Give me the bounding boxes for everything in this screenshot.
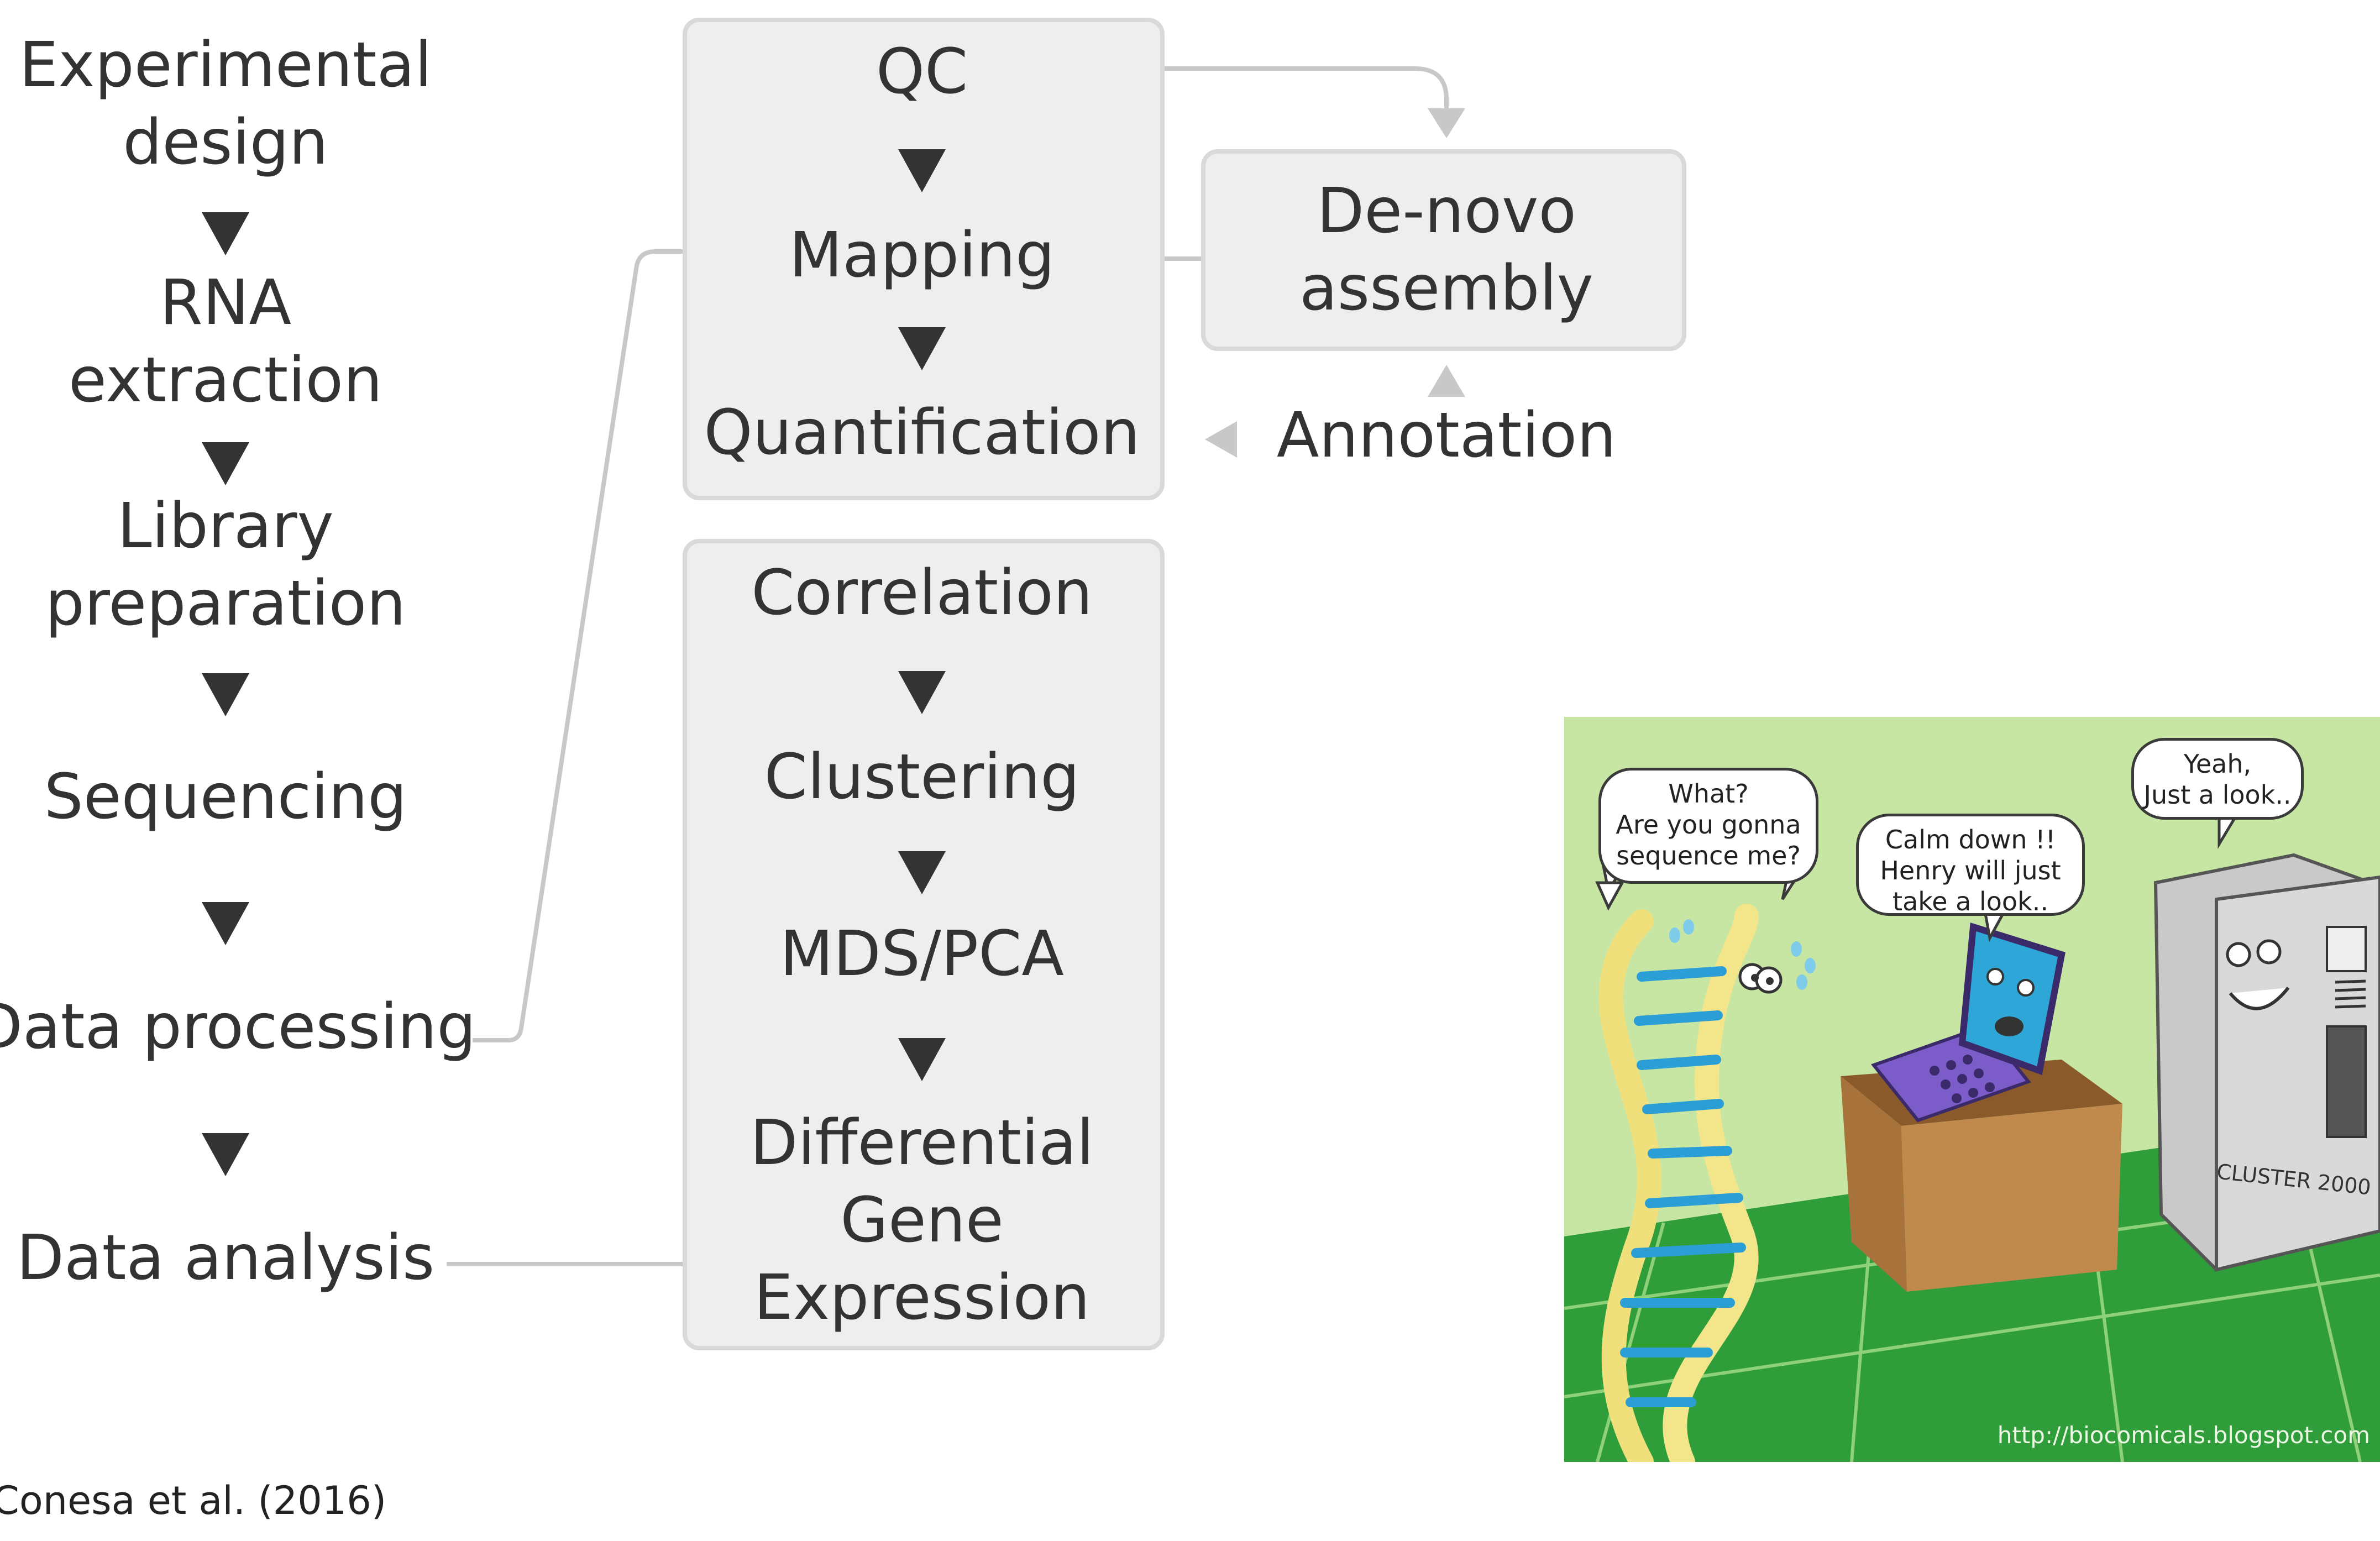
analysis-step-differential-gene-expression: Differential Gene Expression [750,1107,1094,1334]
desk-side [1841,1076,1907,1292]
citation: Conesa et al. (2016) [0,1478,387,1523]
laptop-mouth [1995,1016,2023,1036]
laptop-eye-right [2017,979,2035,997]
sequencer-eye-left [2226,942,2251,967]
sequencing-cartoon: What? Are you gonna sequence me? Calm do… [1564,717,2380,1462]
processing-step-mapping: Mapping [789,219,1055,291]
analysis-arrow-2 [898,851,946,894]
bubble-laptop-line-3: take a look.. [1893,887,2048,916]
sequencer-vents [2335,979,2366,1009]
workflow-arrow-3 [202,673,249,716]
bubble-dna-line-1: What? [1668,779,1749,809]
annotation-to-denovo-arrowhead [1428,365,1465,397]
analysis-arrow-1 [898,671,946,714]
workflow-arrow-5 [202,1133,249,1176]
desk-front [1901,1104,2122,1292]
denovo-assembly-box [1201,149,1686,351]
bubble-sequencer-line-2: Just a look.. [2143,780,2292,810]
analysis-step-mds-pca: MDS/PCA [779,918,1065,990]
workflow-step-rna-extraction: RNA extraction [69,267,382,416]
processing-step-qc: QC [876,36,968,108]
workflow-step-sequencing: Sequencing [44,761,407,833]
processing-arrow-1 [898,149,946,192]
sequencer-grin [2229,987,2290,1010]
dna-strand-back [1598,909,1661,1462]
processing-bracket-line [473,249,685,1042]
sequencer-slot [2326,926,2367,972]
qc-to-denovo-arrowhead [1428,108,1465,138]
analysis-step-correlation: Correlation [751,557,1093,629]
dna-base-pairs [1620,966,1746,1407]
annotation-to-quantification-arrowhead [1205,421,1237,458]
sweat-drops [1669,919,1816,990]
bubble-sequencer: Yeah, Just a look.. [2131,738,2304,820]
analysis-arrow-3 [898,1038,946,1081]
laptop-eye-left [1986,968,2004,986]
cartoon-watermark: http://biocomicals.blogspot.com [1997,1422,2370,1449]
processing-arrow-2 [898,327,946,370]
cartoon-drawing [1564,815,2380,1462]
sequencer-eye-right [2256,939,2282,965]
denovo-assembly-label: De-novo assembly [1299,175,1593,324]
workflow-step-data-processing: Data processing [0,991,476,1063]
bubble-laptop: Calm down !! Henry will just take a look… [1856,814,2085,916]
bubble-dna-line-2: Are you gonna [1616,810,1801,840]
workflow-arrow-2 [202,442,249,485]
laptop-screen [1958,922,2066,1076]
laptop-keys [1930,1055,1995,1103]
workflow-step-experimental-design: Experimental design [19,29,432,179]
bubble-laptop-line-2: Henry will just [1880,856,2061,885]
qc-to-denovo-line [1011,66,1449,111]
workflow-step-data-analysis: Data analysis [16,1222,435,1294]
workflow-arrow-4 [202,902,249,945]
bubble-dna: What? Are you gonna sequence me? [1598,768,1818,884]
analysis-step-clustering: Clustering [764,741,1080,813]
workflow-arrow-1 [202,212,249,255]
processing-step-quantification: Quantification [704,397,1140,469]
bubble-laptop-line-1: Calm down !! [1885,825,2056,855]
processing-box [683,18,1165,500]
sequencer-panel [2326,1025,2367,1138]
bubble-dna-line-3: sequence me? [1616,841,1801,871]
workflow-step-library-preparation: Library preparation [45,490,406,640]
bubble-sequencer-line-1: Yeah, [2183,749,2252,779]
annotation-label: Annotation [1276,400,1617,471]
sequencer-front [2215,875,2380,1272]
